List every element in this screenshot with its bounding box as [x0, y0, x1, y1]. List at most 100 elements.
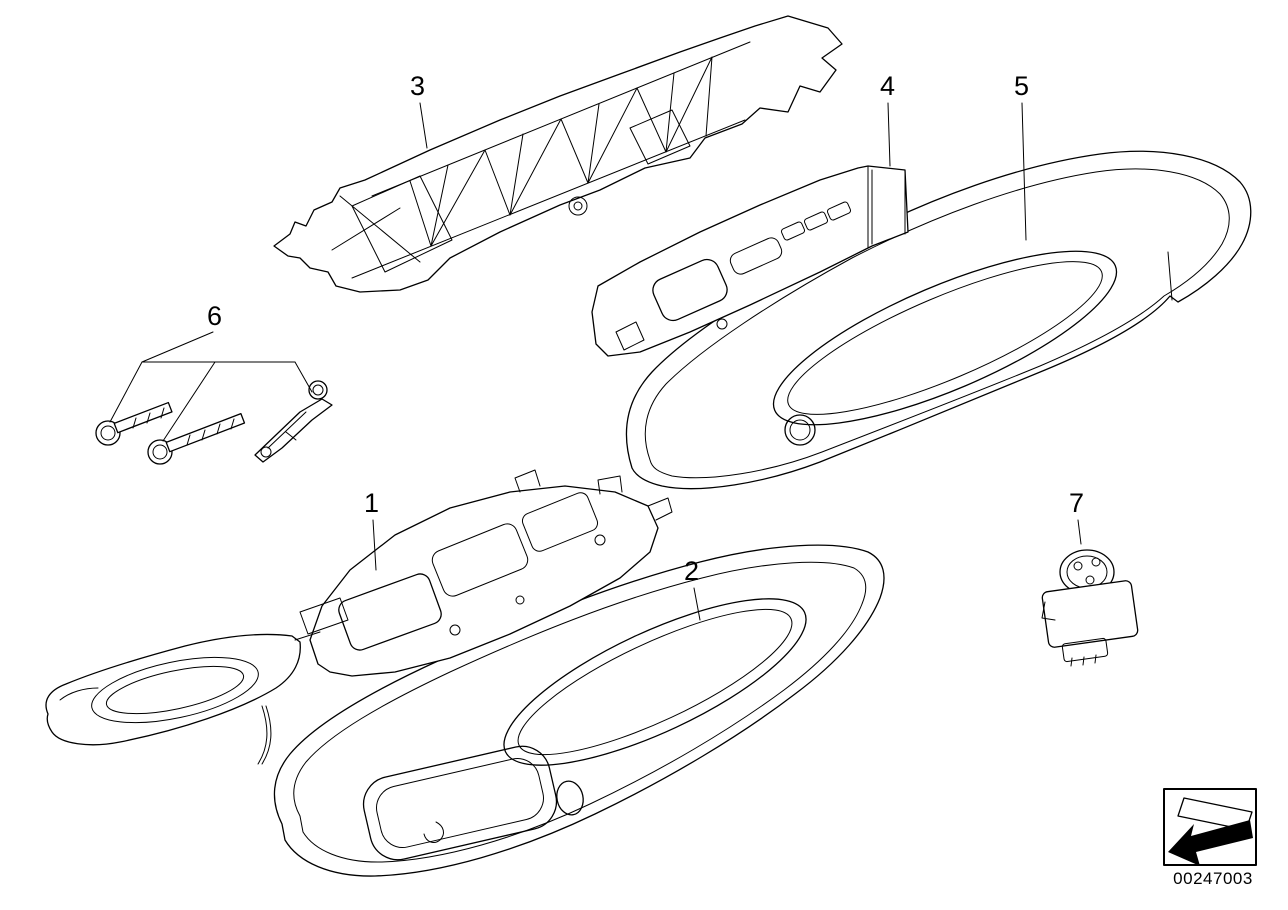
part-1-handle-tip-line: [59, 687, 99, 701]
callout-7-leader: [1077, 519, 1082, 545]
part-1-body-outline: [309, 485, 659, 677]
part-1-top-tabs: [514, 469, 623, 495]
part-3-outline: [273, 15, 843, 293]
part-4-outline: [591, 165, 909, 357]
callout-3-leader: [419, 102, 428, 149]
part-2-hand-cutout: [503, 598, 807, 766]
part-2-small-oval: [556, 780, 584, 816]
screw-1-threads: [132, 407, 165, 429]
callout-2-label: 2: [684, 556, 699, 586]
callout-4-label: 4: [880, 71, 895, 101]
part-7-pins: [1070, 654, 1097, 667]
part-7-connector: [1061, 637, 1109, 663]
screw-2-shaft: [165, 413, 246, 453]
callout-3: 3: [410, 71, 428, 149]
document-number: 00247003: [1173, 869, 1253, 888]
part-7-knob-dot-1: [1073, 561, 1083, 571]
callout-6: 6: [109, 301, 313, 442]
part-2-hand-cutout-inner: [517, 608, 793, 756]
part-4-main-knob: [652, 258, 728, 322]
part-1-pad-a: [338, 573, 442, 651]
callout-1-label: 1: [364, 488, 379, 518]
part-4-button-2: [803, 211, 829, 231]
part-5-edge-notch: [1167, 251, 1173, 301]
direction-arrow-icon: [1168, 797, 1253, 866]
part-5-screw-hole-inner: [789, 419, 811, 441]
part-1-screw-1: [449, 624, 461, 636]
part-3-left-box-detail: [331, 175, 453, 273]
part-3-vertical-ribs: [430, 72, 675, 247]
part-3-pivot-hole: [568, 196, 588, 216]
part-4-endcap: [867, 165, 906, 249]
screw-2-head: [147, 439, 173, 465]
callout-7-label: 7: [1069, 488, 1084, 518]
callout-5: 5: [1014, 71, 1029, 241]
part-1-screw-2: [515, 595, 525, 605]
part-5-outer-trim-panel: [625, 150, 1252, 490]
callout-2-leader: [693, 587, 701, 621]
part-5-inner-contour: [644, 168, 1230, 479]
part-3-pivot-hole-inner: [573, 201, 583, 211]
part-1-cable: [257, 705, 272, 765]
clip-rivet: [260, 446, 272, 458]
part-3-mid-notch: [629, 109, 691, 165]
part-5-outline: [625, 150, 1252, 490]
part-7-knob-dot-3: [1085, 575, 1095, 585]
part-1-carrier-assembly: [45, 469, 673, 765]
screw-1-shaft: [113, 401, 173, 434]
direction-icon-box: [1163, 788, 1257, 866]
screw-2: [147, 413, 246, 465]
part-2-hook-detail: [423, 821, 444, 843]
part-5-hand-cutout-inner: [787, 261, 1103, 415]
part-4-button-3: [826, 201, 852, 221]
callout-3-label: 3: [410, 71, 425, 101]
part-2-inner-contour: [293, 561, 867, 863]
arrow-solid-body: [1168, 820, 1253, 866]
part-4-secondary-knob: [729, 237, 783, 275]
part-1-handle-pad-inner: [105, 665, 245, 715]
part-6-screw-set: [95, 380, 333, 465]
part-2-lower-window-inner: [376, 758, 544, 848]
clip-screw-head-inner: [312, 384, 324, 396]
callouts: 3 4 5 6 1 2 7: [109, 71, 1084, 621]
part-3-seat-carrier-frame: [273, 15, 843, 293]
part-1-pad-b: [431, 523, 529, 597]
part-2-inner-trim-panel: [273, 544, 885, 877]
retaining-clip: [254, 380, 333, 463]
part-1-right-hook: [647, 497, 673, 521]
callout-1-leader: [372, 519, 377, 571]
callout-1: 1: [364, 488, 379, 571]
part-7-switch: [1041, 549, 1139, 667]
part-5-screw-hole: [784, 414, 816, 446]
screw-1-head: [95, 420, 121, 446]
part-4-seat-switch-unit: [591, 165, 909, 357]
callout-5-leader: [1021, 102, 1027, 241]
screw-2-head-inner: [152, 444, 168, 460]
part-3-bottom-chord: [351, 119, 746, 279]
part-2-lower-window: [362, 745, 558, 861]
callout-6-label: 6: [207, 301, 222, 331]
screw-1-head-inner: [100, 425, 116, 441]
screw-1: [95, 401, 173, 446]
callout-7: 7: [1069, 488, 1084, 545]
part-7-body: [1041, 580, 1139, 648]
clip-body-detail: [267, 411, 307, 449]
footer: 00247003: [1163, 788, 1257, 888]
callout-5-label: 5: [1014, 71, 1029, 101]
callout-2: 2: [684, 556, 701, 621]
callout-6-leader: [109, 331, 313, 442]
part-5-hand-cutout: [772, 250, 1118, 426]
part-4-button-1: [780, 221, 806, 241]
clip-screw-head: [308, 380, 328, 400]
part-2-outline: [273, 544, 885, 877]
part-1-screw-3: [594, 534, 606, 546]
part-1-link-bracket: [294, 597, 349, 641]
part-4-lower-tab: [615, 321, 645, 351]
screw-2-threads: [186, 418, 235, 446]
part-1-handle-pad: [91, 656, 259, 724]
part-1-pad-c: [521, 492, 599, 552]
part-7-knob-dot-2: [1091, 557, 1101, 567]
callout-4: 4: [880, 71, 895, 167]
